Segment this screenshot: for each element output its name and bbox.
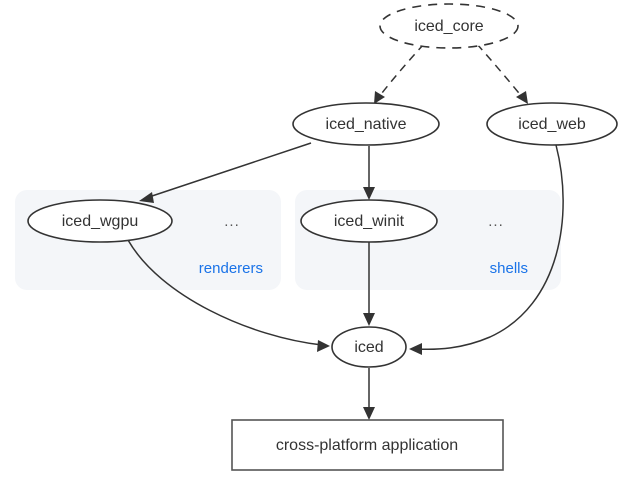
node-iced-winit[interactable]: iced_winit [300, 199, 438, 243]
application-rect[interactable] [231, 419, 504, 471]
iced-label: iced [354, 339, 383, 356]
iced-web-label: iced_web [518, 116, 586, 133]
arrow-head-icon [317, 340, 330, 352]
arrow-head-icon [139, 192, 154, 203]
edge-iced-to-application [363, 368, 375, 420]
arrow-head-icon [363, 313, 375, 326]
iced-wgpu-ellipse[interactable] [27, 199, 173, 243]
edge-iced-core-to-iced-web [476, 43, 528, 104]
iced-winit-ellipse[interactable] [300, 199, 438, 243]
edge-iced-wgpu-to-iced [127, 239, 330, 352]
iced-native-ellipse[interactable] [292, 102, 440, 146]
node-iced-web[interactable]: iced_web [486, 102, 618, 146]
arrow-head-icon [374, 91, 385, 104]
arrow-head-icon [363, 407, 375, 420]
arrow-head-icon [409, 343, 422, 355]
iced-wgpu-label: iced_wgpu [62, 213, 139, 230]
iced-web-ellipse[interactable] [486, 102, 618, 146]
arrow-head-icon [516, 91, 528, 104]
edge-iced-native-to-iced-winit [363, 146, 375, 200]
cluster-label-renderers: renderers [199, 260, 263, 277]
cluster-label-shells: shells [490, 260, 528, 277]
edge-iced-core-to-iced-native [374, 43, 425, 104]
edge-iced-web-to-iced [409, 144, 564, 355]
node-application[interactable]: cross-platform application [231, 419, 504, 471]
renderers-ellipsis: ... [224, 213, 240, 230]
iced-winit-label: iced_winit [334, 213, 405, 230]
node-iced-native[interactable]: iced_native [292, 102, 440, 146]
node-iced[interactable]: iced [331, 326, 407, 368]
node-iced-core[interactable]: iced_core [379, 3, 519, 49]
edge-iced-winit-to-iced [363, 242, 375, 326]
iced-ellipse[interactable] [331, 326, 407, 368]
shells-ellipsis: ... [488, 213, 504, 230]
iced-native-label: iced_native [326, 116, 407, 133]
edge-iced-native-to-iced-wgpu [139, 142, 312, 203]
node-iced-wgpu[interactable]: iced_wgpu [27, 199, 173, 243]
iced-core-label: iced_core [414, 18, 483, 35]
arrow-head-icon [363, 187, 375, 200]
iced-core-ellipse[interactable] [379, 3, 519, 49]
application-label: cross-platform application [276, 437, 458, 454]
